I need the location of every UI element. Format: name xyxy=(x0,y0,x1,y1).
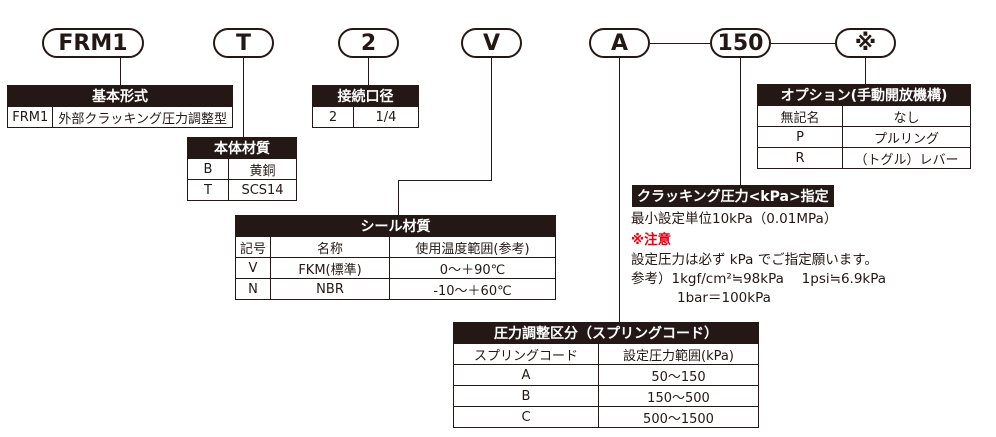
cell: P xyxy=(757,126,843,148)
table-title: 接続口径 xyxy=(312,85,419,107)
dash xyxy=(650,43,710,44)
cell: C xyxy=(453,406,599,428)
connector xyxy=(120,58,121,85)
code-body-material: T xyxy=(213,28,274,58)
column-header: スプリングコード xyxy=(453,343,599,365)
connector xyxy=(368,58,369,85)
cell: NBR xyxy=(270,278,391,300)
code-spring: A xyxy=(589,28,650,58)
caution-text: 設定圧力は必ず kPa でご指定願います。 xyxy=(631,252,878,268)
table-title: オプション(手動開放機構) xyxy=(757,84,971,106)
column-header: 記号 xyxy=(234,236,272,258)
connector xyxy=(398,180,399,215)
reference-bar: 1bar＝100kPa xyxy=(677,290,771,306)
cracking-pressure-title: クラッキング圧力<kPa>指定 xyxy=(632,185,834,207)
cell: -10～＋60℃ xyxy=(389,278,556,300)
cell: 2 xyxy=(312,106,354,128)
code-cracking-pressure: 150 xyxy=(710,28,771,58)
connector xyxy=(243,58,244,137)
connector xyxy=(740,58,741,185)
cell: T xyxy=(187,179,229,201)
cell: 500～1500 xyxy=(598,406,759,428)
table-title: 基本形式 xyxy=(7,85,233,107)
cell: 黄銅 xyxy=(228,158,297,180)
cell: SCS14 xyxy=(228,179,297,201)
cell: V xyxy=(234,257,272,279)
cell: 150～500 xyxy=(598,385,759,407)
cell: 1/4 xyxy=(353,106,419,128)
cell: 無記名 xyxy=(757,105,843,127)
table-title: 本体材質 xyxy=(187,137,297,159)
cell: R xyxy=(757,147,843,169)
cracking-min-unit: 最小設定単位10kPa（0.01MPa） xyxy=(631,211,838,227)
cell: FKM(標準) xyxy=(270,257,391,279)
table-title: 圧力調整区分（スプリングコード） xyxy=(453,322,759,344)
cell: なし xyxy=(842,105,971,127)
cell: 0～＋90℃ xyxy=(389,257,556,279)
column-header: 使用温度範囲(参考) xyxy=(389,236,556,258)
cell: B xyxy=(453,385,599,407)
cell: A xyxy=(453,364,599,386)
connector xyxy=(619,58,620,322)
cell: 外部クラッキング圧力調整型 xyxy=(52,106,233,128)
dash xyxy=(771,43,835,44)
caution-label: ※注意 xyxy=(631,232,672,248)
connector xyxy=(491,58,492,180)
code-port-size: 2 xyxy=(338,28,399,58)
cell: プルリング xyxy=(842,126,971,148)
cell: B xyxy=(187,158,229,180)
code-seal-material: V xyxy=(461,28,522,58)
cell: （トグル）レバー xyxy=(842,147,971,169)
table-title: シール材質 xyxy=(235,215,556,237)
column-header: 名称 xyxy=(270,236,391,258)
cell: 50～150 xyxy=(598,364,759,386)
reference-conversion: 参考）1kgf/cm²≒98kPa 1psi≒6.9kPa xyxy=(631,271,887,287)
connector xyxy=(398,180,492,181)
code-series: FRM1 xyxy=(42,28,144,58)
code-option: ※ xyxy=(835,28,896,58)
connector xyxy=(865,58,866,84)
column-header: 設定圧力範囲(kPa) xyxy=(598,343,759,365)
cell: FRM1 xyxy=(6,106,54,128)
cell: N xyxy=(234,278,272,300)
